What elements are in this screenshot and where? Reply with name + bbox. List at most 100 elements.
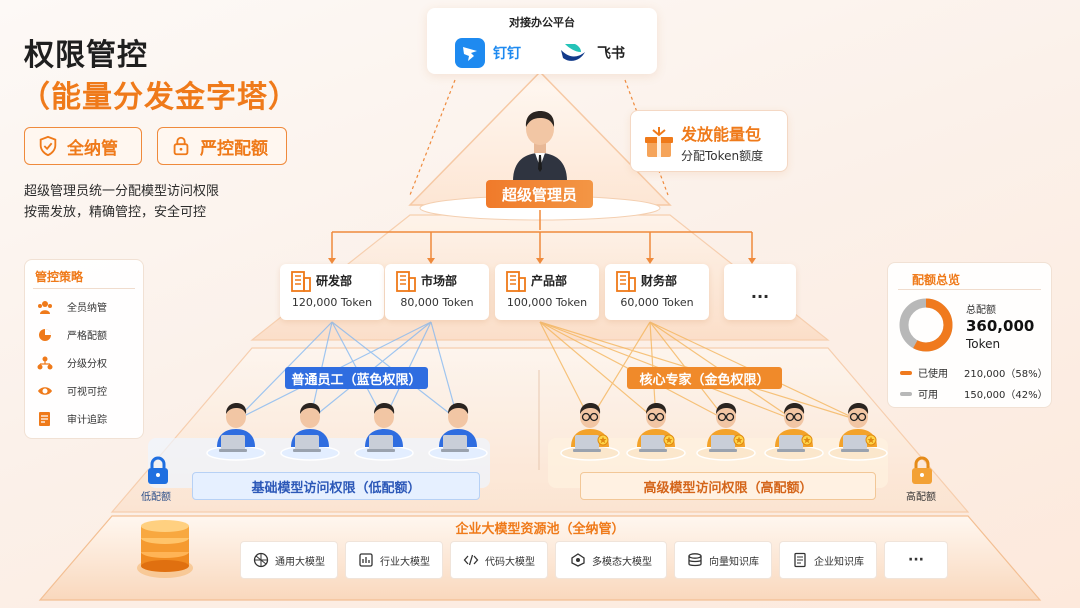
- admin-avatar: [513, 111, 567, 181]
- model-card[interactable]: 向量知识库: [674, 541, 772, 579]
- hierarchy-icon: [37, 356, 53, 369]
- model-card[interactable]: 代码大模型: [450, 541, 548, 579]
- total-quota-label: 总配额: [966, 305, 996, 316]
- normal-staff-avatar: [354, 403, 414, 461]
- building-icon: [396, 271, 416, 292]
- platform-dingtalk[interactable]: 钉钉: [455, 38, 521, 68]
- core-expert-avatar: [560, 403, 620, 461]
- quota-available-row: 可用 150,000（42%）: [900, 386, 1048, 401]
- strategy-item: 审计追踪: [37, 411, 107, 426]
- model-card[interactable]: 行业大模型: [345, 541, 443, 579]
- quota-overview-panel: 配额总览 总配额 360,000 Token 已使用 210,000（58%） …: [887, 262, 1052, 408]
- platform-label: 钉钉: [493, 46, 521, 62]
- department-card: 财务部 60,000 Token: [605, 264, 709, 320]
- code-icon: [463, 554, 479, 566]
- quota-title: 配额总览: [912, 273, 961, 287]
- department-name: 产品部: [531, 274, 568, 288]
- low-quota-label: 低配额: [141, 492, 171, 503]
- total-quota-value: 360,000: [966, 317, 1035, 335]
- platform-label: 飞书: [597, 46, 625, 62]
- normal-staff-avatar: [428, 403, 488, 461]
- strategy-item: 可视可控: [37, 383, 107, 398]
- donut-used: [899, 298, 953, 352]
- gift-box-icon: [645, 127, 673, 157]
- core-expert-label: 核心专家（金色权限）: [627, 367, 782, 389]
- model-card[interactable]: ···: [884, 541, 948, 579]
- department-card: 市场部 80,000 Token: [385, 264, 489, 320]
- energy-pack-callout: 发放能量包 分配Token额度: [630, 110, 788, 172]
- department-card: 产品部 100,000 Token: [495, 264, 599, 320]
- industry-model-icon: [359, 553, 373, 567]
- building-icon: [291, 271, 311, 292]
- tag-label: 严控配额: [200, 138, 268, 159]
- model-card[interactable]: 通用大模型: [240, 541, 338, 579]
- normal-staff-avatar: [206, 403, 266, 461]
- knowledge-doc-icon: [794, 552, 806, 568]
- office-platform-box: 对接办公平台 钉钉 飞书: [427, 8, 657, 74]
- gold-lock-icon: [912, 456, 932, 484]
- globe-network-icon: [253, 552, 269, 568]
- feishu-icon: [561, 44, 585, 61]
- core-expert-avatar: [828, 403, 888, 461]
- shield-check-icon: [39, 135, 57, 157]
- advanced-permission-bar: 高级模型访问权限（高配额）: [580, 472, 876, 500]
- model-label: 向量知识库: [709, 556, 759, 568]
- multimodal-icon: [571, 553, 585, 567]
- vector-db-icon: [688, 553, 702, 567]
- platform-feishu[interactable]: 飞书: [557, 38, 625, 68]
- strategy-title: 管控策略: [35, 270, 84, 284]
- model-label: 通用大模型: [275, 556, 325, 568]
- tag-full-managed: 全纳管: [24, 127, 142, 165]
- strategy-panel: 管控策略 全员纳管 严格配额 分级分权 可视可控 审计追踪: [24, 259, 144, 439]
- total-quota-unit: Token: [966, 337, 1001, 351]
- dingtalk-icon: [455, 38, 485, 68]
- normal-staff-label: 普通员工（蓝色权限）: [285, 367, 428, 389]
- eye-icon: [38, 386, 52, 395]
- high-quota-label: 高配额: [906, 492, 936, 503]
- group-users-icon: [38, 300, 52, 314]
- pie-chart-icon: [39, 328, 51, 341]
- available-legend-swatch: [900, 391, 912, 396]
- tag-label: 全纳管: [67, 138, 118, 159]
- department-token-quota: 80,000 Token: [400, 296, 474, 309]
- energy-subtitle: 分配Token额度: [681, 149, 764, 163]
- department-token-quota: 60,000 Token: [620, 296, 694, 309]
- model-card[interactable]: 企业知识库: [779, 541, 877, 579]
- department-name: 财务部: [641, 274, 678, 288]
- basic-permission-bar: 基础模型访问权限（低配额）: [192, 472, 480, 500]
- page-subtitle: （能量分发金字塔）: [20, 80, 299, 115]
- quota-used-row: 已使用 210,000（58%）: [900, 365, 1048, 380]
- model-label: 代码大模型: [485, 556, 535, 568]
- normal-staff-avatar: [280, 403, 340, 461]
- strategy-item: 全员纳管: [37, 299, 107, 314]
- model-card[interactable]: 多模态大模型: [555, 541, 667, 579]
- department-name: 市场部: [421, 274, 458, 288]
- quota-donut-chart: [899, 298, 953, 352]
- core-expert-avatar: [626, 403, 686, 461]
- building-icon: [616, 271, 636, 292]
- lock-icon: [173, 136, 189, 156]
- audit-document-icon: [39, 411, 50, 426]
- building-icon: [506, 271, 526, 292]
- department-card: ...: [724, 264, 796, 320]
- blue-lock-icon: [148, 456, 168, 484]
- strategy-item: 严格配额: [37, 327, 107, 342]
- model-label: 多模态大模型: [592, 556, 652, 568]
- description-line: 超级管理员统一分配模型访问权限: [24, 184, 220, 199]
- strategy-item: 分级分权: [37, 355, 107, 370]
- department-token-quota: 100,000 Token: [506, 296, 588, 309]
- used-legend-swatch: [900, 370, 912, 375]
- model-label: 行业大模型: [380, 556, 430, 568]
- model-label: 企业知识库: [814, 556, 864, 568]
- core-expert-avatar: [696, 403, 756, 461]
- department-token-quota: 120,000 Token: [291, 296, 373, 309]
- model-label: ···: [908, 552, 924, 568]
- tag-strict-quota: 严控配额: [157, 127, 287, 165]
- energy-title: 发放能量包: [681, 125, 762, 144]
- database-stack-icon: [137, 520, 193, 578]
- super-admin-label: 超级管理员: [486, 180, 593, 208]
- resource-pool-title: 企业大模型资源池（全纳管）: [455, 522, 625, 537]
- description-line: 按需发放，精确管控，安全可控: [24, 205, 207, 220]
- platform-title: 对接办公平台: [509, 16, 575, 29]
